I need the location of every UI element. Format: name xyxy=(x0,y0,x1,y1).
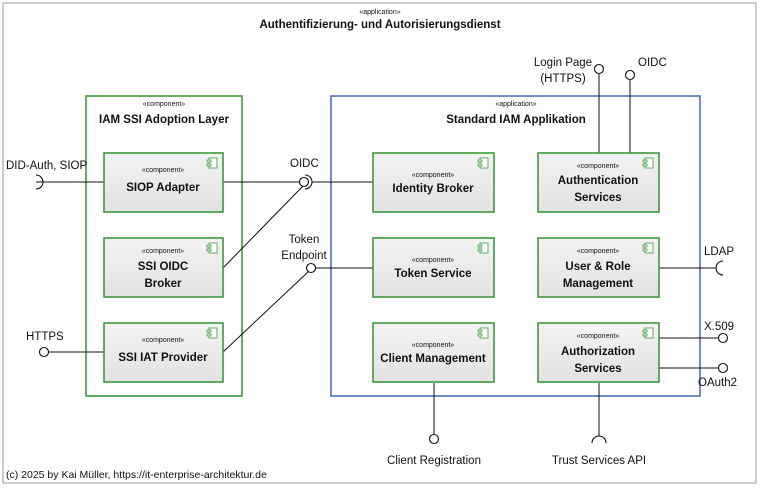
label-trust-services-api: Trust Services API xyxy=(552,455,646,467)
svg-text:Token Service: Token Service xyxy=(394,268,471,280)
svg-text:Client Management: Client Management xyxy=(380,353,486,365)
svg-text:Authentication: Authentication xyxy=(558,175,639,187)
label-did-auth-siop: DID-Auth, SIOP xyxy=(6,160,87,172)
svg-text:«component»: «component» xyxy=(412,172,455,179)
label-oauth2: OAuth2 xyxy=(698,377,737,389)
component-token-service: «component» Token Service xyxy=(372,237,495,298)
component-icon xyxy=(642,327,654,339)
label-client-registration: Client Registration xyxy=(387,455,481,467)
component-identity-broker: «component» Identity Broker xyxy=(372,152,495,213)
trust-services-socket-icon xyxy=(591,435,607,444)
component-siop-adapter: «component» SIOP Adapter xyxy=(103,152,224,213)
client-registration-lollipop-icon xyxy=(428,433,440,445)
iam-layer-title: IAM SSI Adoption Layer xyxy=(99,114,229,126)
svg-text:SIOP Adapter: SIOP Adapter xyxy=(126,182,200,194)
svg-text:«component»: «component» xyxy=(577,248,620,255)
label-login-page-1: Login Page xyxy=(534,57,592,69)
component-icon xyxy=(477,327,489,339)
https-lollipop-icon xyxy=(38,346,50,358)
svg-text:Services: Services xyxy=(574,192,621,204)
iam-ssi-adoption-layer xyxy=(85,95,243,397)
svg-text:«component»: «component» xyxy=(577,333,620,340)
ldap-socket-icon xyxy=(715,260,724,276)
component-ssi-iat-provider: «component» SSI IAT Provider xyxy=(103,322,224,383)
svg-text:«component»: «component» xyxy=(142,337,185,344)
did-auth-socket-icon xyxy=(35,174,44,190)
svg-text:SSI OIDC: SSI OIDC xyxy=(138,261,188,273)
outer-title: Authentifizierung- und Autorisierungsdie… xyxy=(259,19,500,31)
std-app-title: Standard IAM Applikation xyxy=(446,114,586,126)
component-authentication-services: «component» Authentication Services xyxy=(537,152,660,213)
component-icon xyxy=(477,242,489,254)
token-endpoint-lollipop-icon xyxy=(305,262,317,274)
component-icon xyxy=(477,157,489,169)
copyright-note: (c) 2025 by Kai Müller, https://it-enter… xyxy=(6,469,267,481)
oidc-provided-lollipop-icon xyxy=(298,176,310,188)
label-oidc-top: OIDC xyxy=(638,57,667,69)
label-token-endpoint-2: Endpoint xyxy=(281,250,327,262)
svg-text:«component»: «component» xyxy=(577,163,620,170)
svg-text:«component»: «component» xyxy=(412,342,455,349)
connection-lines xyxy=(36,74,719,436)
component-icon xyxy=(642,157,654,169)
component-authorization-services: «component» Authorization Services xyxy=(537,322,660,383)
svg-text:«component»: «component» xyxy=(412,257,455,264)
std-app-stereotype: «application» xyxy=(495,101,536,108)
svg-text:Services: Services xyxy=(574,363,621,375)
login-page-lollipop-icon xyxy=(593,63,605,75)
label-token-endpoint-1: Token xyxy=(289,234,320,246)
component-icon xyxy=(642,242,654,254)
standard-iam-application xyxy=(330,95,701,397)
oidc-required-socket-icon xyxy=(304,174,313,190)
component-ssi-oidc-broker: «component» SSI OIDC Broker xyxy=(103,237,224,298)
component-client-management: «component» Client Management xyxy=(372,322,495,383)
label-x509: X.509 xyxy=(704,321,734,333)
svg-text:«component»: «component» xyxy=(142,248,185,255)
label-https: HTTPS xyxy=(26,331,64,343)
label-oidc-middle: OIDC xyxy=(290,158,319,170)
iam-layer-stereotype: «component» xyxy=(143,101,186,108)
svg-text:Authorization: Authorization xyxy=(561,346,635,358)
outer-stereotype: «application» xyxy=(359,9,400,16)
component-icon xyxy=(206,327,218,339)
svg-text:SSI IAT Provider: SSI IAT Provider xyxy=(118,352,208,364)
component-icon xyxy=(206,242,218,254)
label-ldap: LDAP xyxy=(704,246,734,258)
svg-text:User & Role: User & Role xyxy=(565,261,630,273)
svg-text:Identity Broker: Identity Broker xyxy=(392,183,474,195)
oauth2-lollipop-icon xyxy=(717,362,729,374)
x509-lollipop-icon xyxy=(717,332,729,344)
component-icon xyxy=(206,157,218,169)
svg-text:Management: Management xyxy=(563,278,633,290)
label-login-page-2: (HTTPS) xyxy=(540,73,586,85)
oidc-top-lollipop-icon xyxy=(624,69,636,81)
component-user-role-management: «component» User & Role Management xyxy=(537,237,660,298)
svg-text:«component»: «component» xyxy=(142,167,185,174)
svg-text:Broker: Broker xyxy=(144,278,182,290)
